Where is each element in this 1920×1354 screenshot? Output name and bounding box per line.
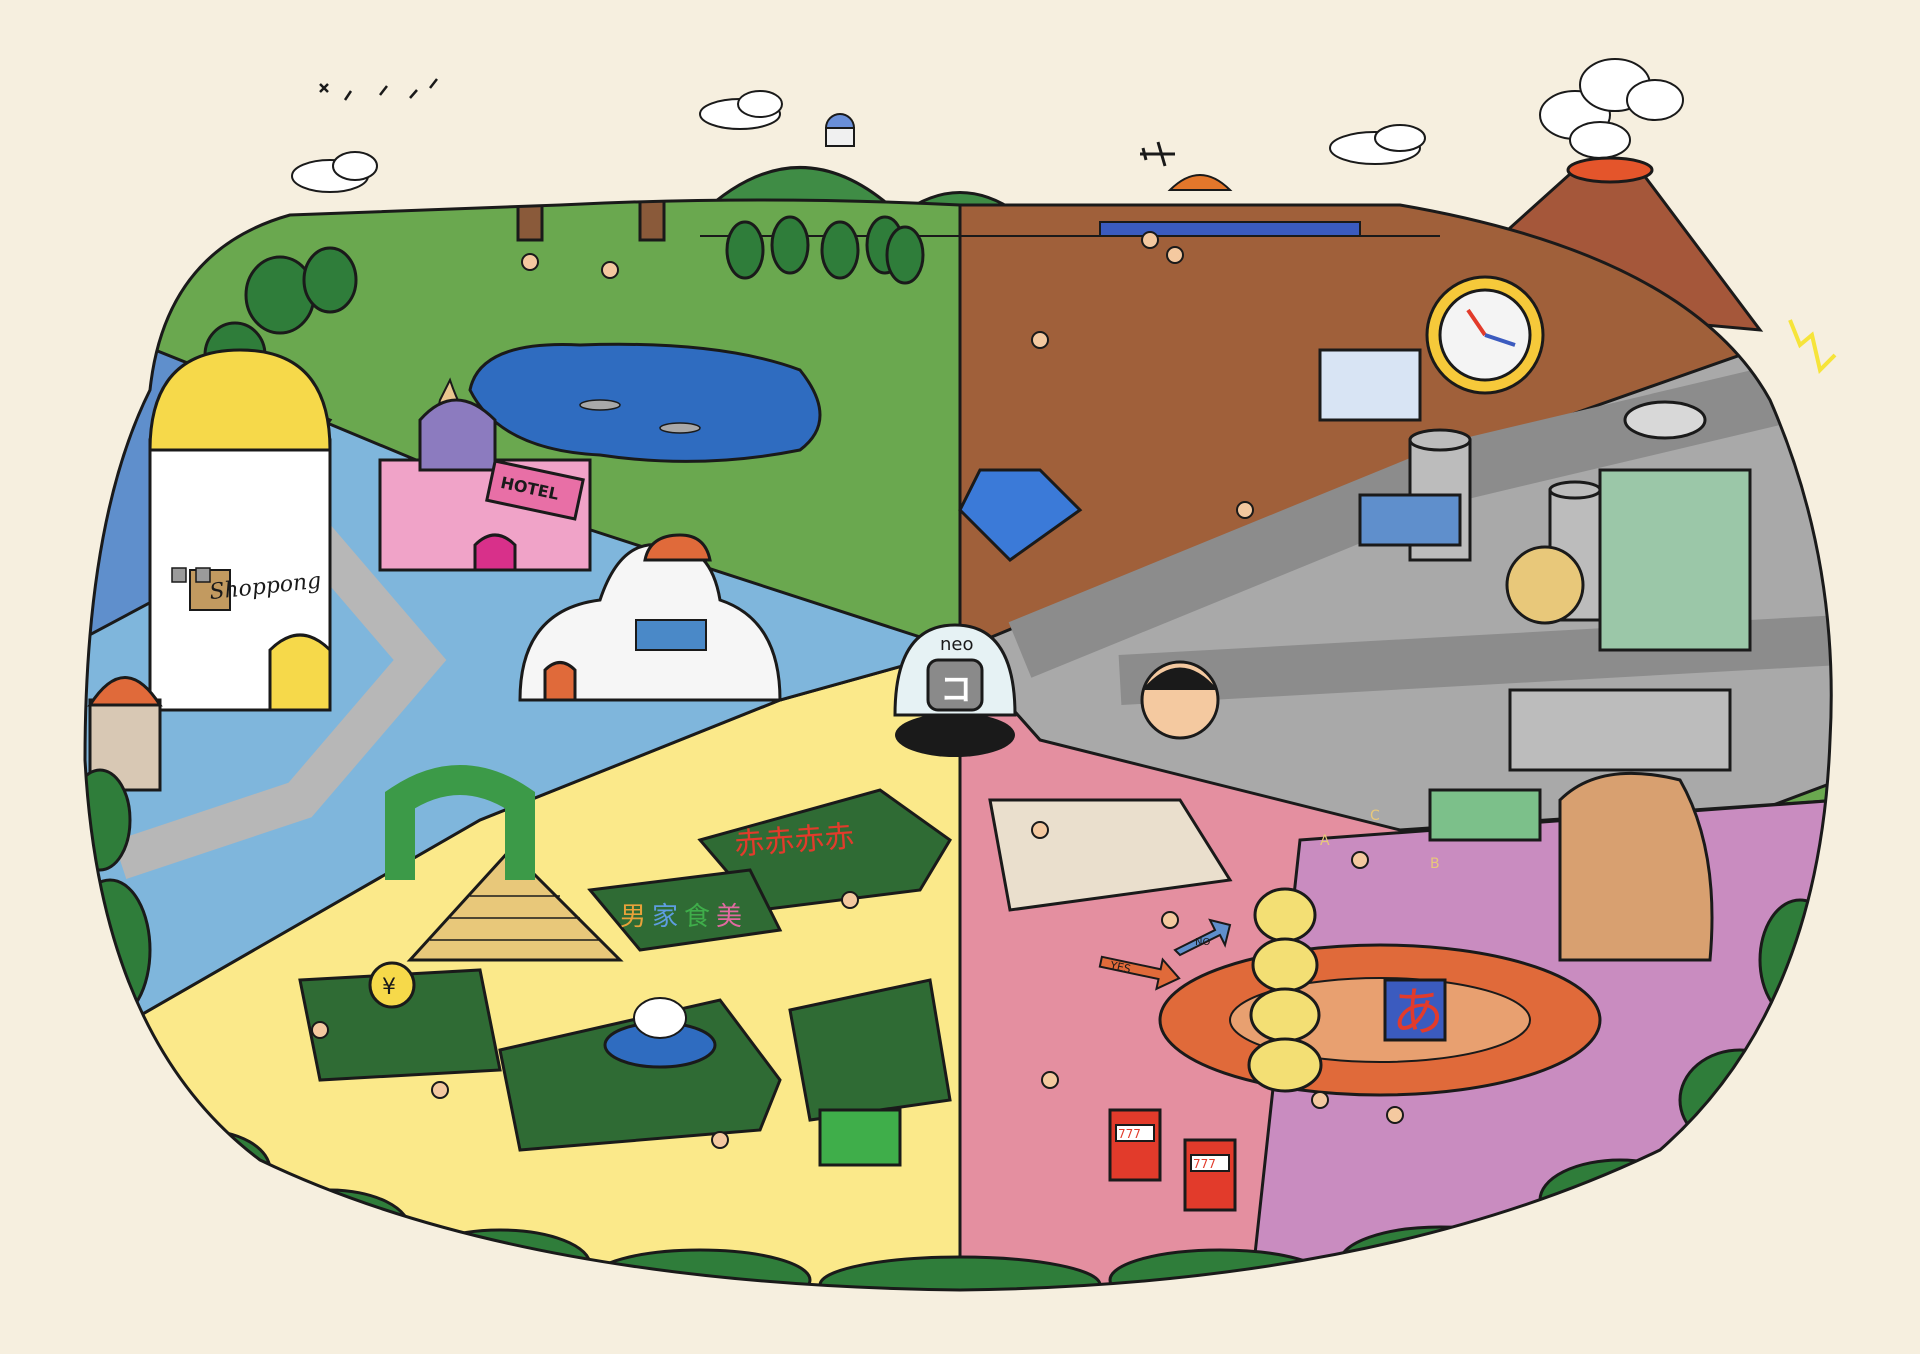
- pocket-watch-icon: [1425, 275, 1545, 395]
- fountain: [603, 997, 717, 1069]
- hiragana-block-icon: あ: [1383, 978, 1447, 1043]
- stone-wall: [1508, 688, 1732, 772]
- shoppong-building: Shoppong: [148, 348, 332, 712]
- svg-text:777: 777: [1118, 1127, 1141, 1141]
- island-map: Shoppong HOTEL neo: [85, 200, 1832, 1290]
- hotel-building: HOTEL: [378, 398, 592, 572]
- lightning-icon: [1788, 319, 1837, 374]
- letter-b: B: [1430, 856, 1440, 872]
- airplane-icon: [1140, 141, 1175, 167]
- svg-text:YES: YES: [1108, 959, 1132, 976]
- sandbox: [988, 798, 1233, 912]
- letter-a: A: [1320, 833, 1330, 849]
- slot-machine-2: 777: [1183, 1138, 1237, 1212]
- svg-text:777: 777: [1193, 1157, 1216, 1171]
- neo-label-text: neo: [940, 634, 974, 655]
- letter-c: C: [1370, 808, 1380, 824]
- pond: [468, 342, 822, 463]
- kanji-word-4: 美: [716, 902, 742, 932]
- neo-capsule: neo コ: [893, 623, 1017, 757]
- kanji-word-2: 家: [652, 902, 678, 932]
- yen-coin-icon: ¥: [368, 961, 416, 1009]
- cloud-right: [1329, 124, 1426, 165]
- kanji-word-3: 食: [684, 902, 710, 932]
- igloo-building: [518, 533, 782, 702]
- island-outline: [83, 198, 1833, 1292]
- blue-truck: [1358, 493, 1462, 547]
- climbing-wall: [1558, 771, 1714, 962]
- diamond-icon: [958, 468, 1083, 562]
- cloud-left: [291, 151, 378, 193]
- people: [311, 231, 1404, 1149]
- svg-text:¥: ¥: [382, 975, 396, 1000]
- svg-text:NO: NO: [1195, 937, 1210, 948]
- neo-glyph-text: コ: [940, 670, 972, 708]
- train: [1099, 221, 1361, 237]
- kanji-word-1: 男: [620, 902, 646, 932]
- satellite-dish-icon: [1623, 400, 1707, 440]
- svg-text:あ: あ: [1392, 983, 1444, 1043]
- fish-icon: [579, 399, 621, 411]
- game-table: [818, 1108, 902, 1167]
- birds-icon: [319, 78, 438, 101]
- kanji-red-text: 赤赤赤赤: [733, 819, 855, 862]
- smiley-stack-icon: [1247, 887, 1323, 1093]
- race-track: [1158, 943, 1602, 1097]
- yes-no-arrows: YES NO: [1098, 918, 1232, 991]
- open-book-icon: [1318, 348, 1422, 422]
- fish-icon: [659, 422, 701, 434]
- pyramid: [406, 847, 624, 962]
- slot-machine-1: 777: [1108, 1108, 1162, 1182]
- cloud-middle: [699, 90, 783, 130]
- green-bus: [1428, 788, 1542, 842]
